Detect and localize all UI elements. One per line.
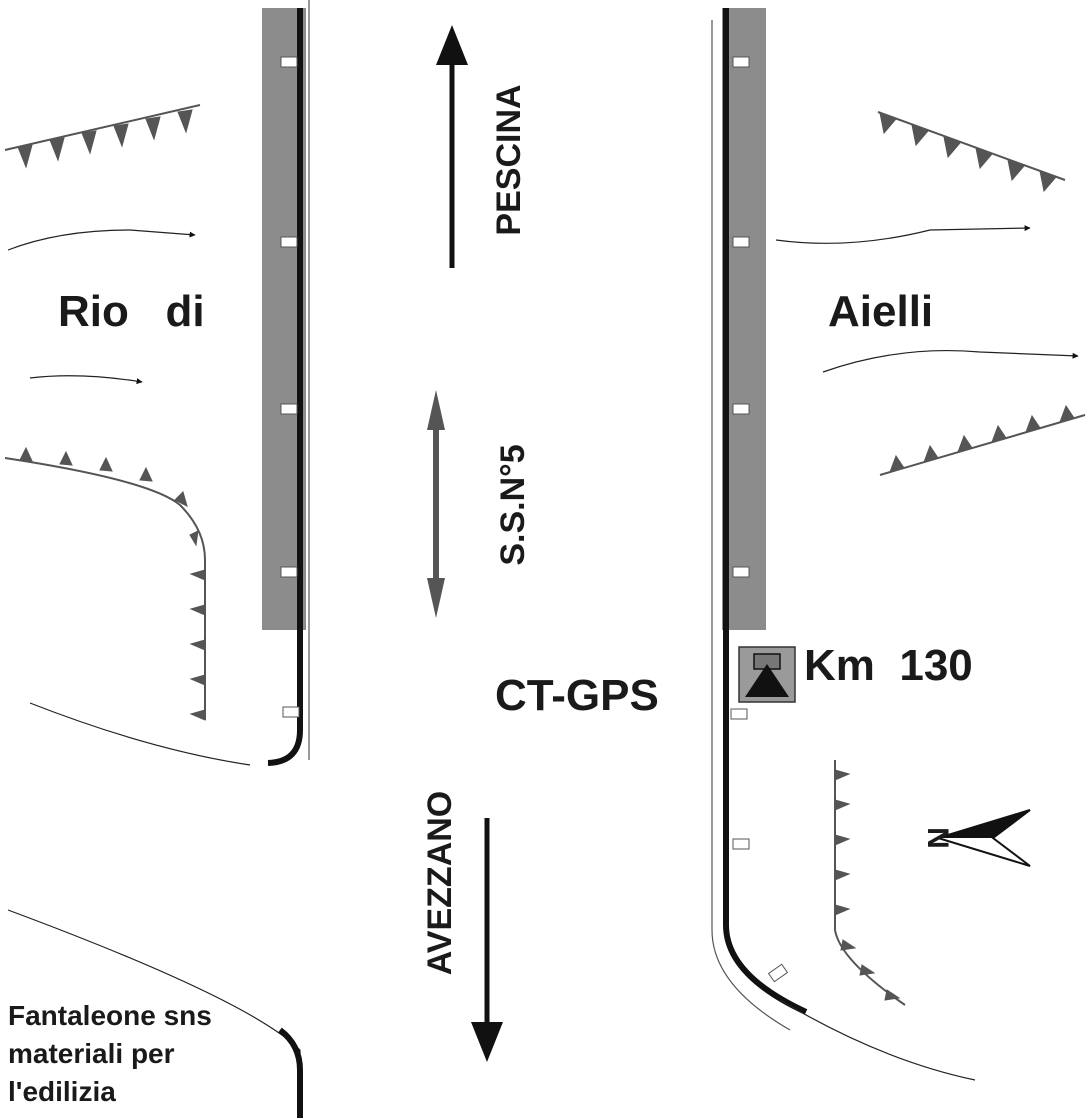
right-road (711, 8, 808, 1031)
north-arrow-icon: N (921, 809, 1031, 867)
north-arrow-head (436, 25, 468, 65)
stream-lines (7, 225, 1079, 385)
road-arrow-up (427, 390, 445, 430)
station-km: Km 130 (804, 641, 973, 690)
direction-label-north: PESCINA (490, 84, 528, 235)
direction-arrows (427, 25, 503, 1062)
place-label-left: Rio di (58, 287, 205, 336)
gps-station-symbol (738, 646, 796, 703)
lower-right-road (779, 999, 976, 1081)
lower-left-road-line (278, 1027, 303, 1118)
scarp-lines (4, 104, 1086, 1006)
left-curve-road (29, 702, 251, 766)
business-label-line-3: l'edilizia (8, 1076, 116, 1107)
compass-label: N (921, 827, 954, 849)
place-label-right: Aielli (828, 287, 933, 336)
right-road-line (723, 8, 808, 1015)
road-arrow-down (427, 578, 445, 618)
left-road-line (267, 8, 303, 766)
business-label-line-1: Fantaleone sns (8, 1000, 212, 1031)
left-road (262, 0, 310, 766)
south-arrow-head (471, 1022, 503, 1062)
station-name: CT-GPS (495, 671, 659, 720)
right-road-band (722, 8, 766, 630)
direction-label-south: AVEZZANO (421, 791, 459, 975)
road-label: S.S.N°5 (494, 444, 532, 565)
triangle-icon (745, 664, 789, 697)
business-label-line-2: materiali per (8, 1038, 175, 1069)
